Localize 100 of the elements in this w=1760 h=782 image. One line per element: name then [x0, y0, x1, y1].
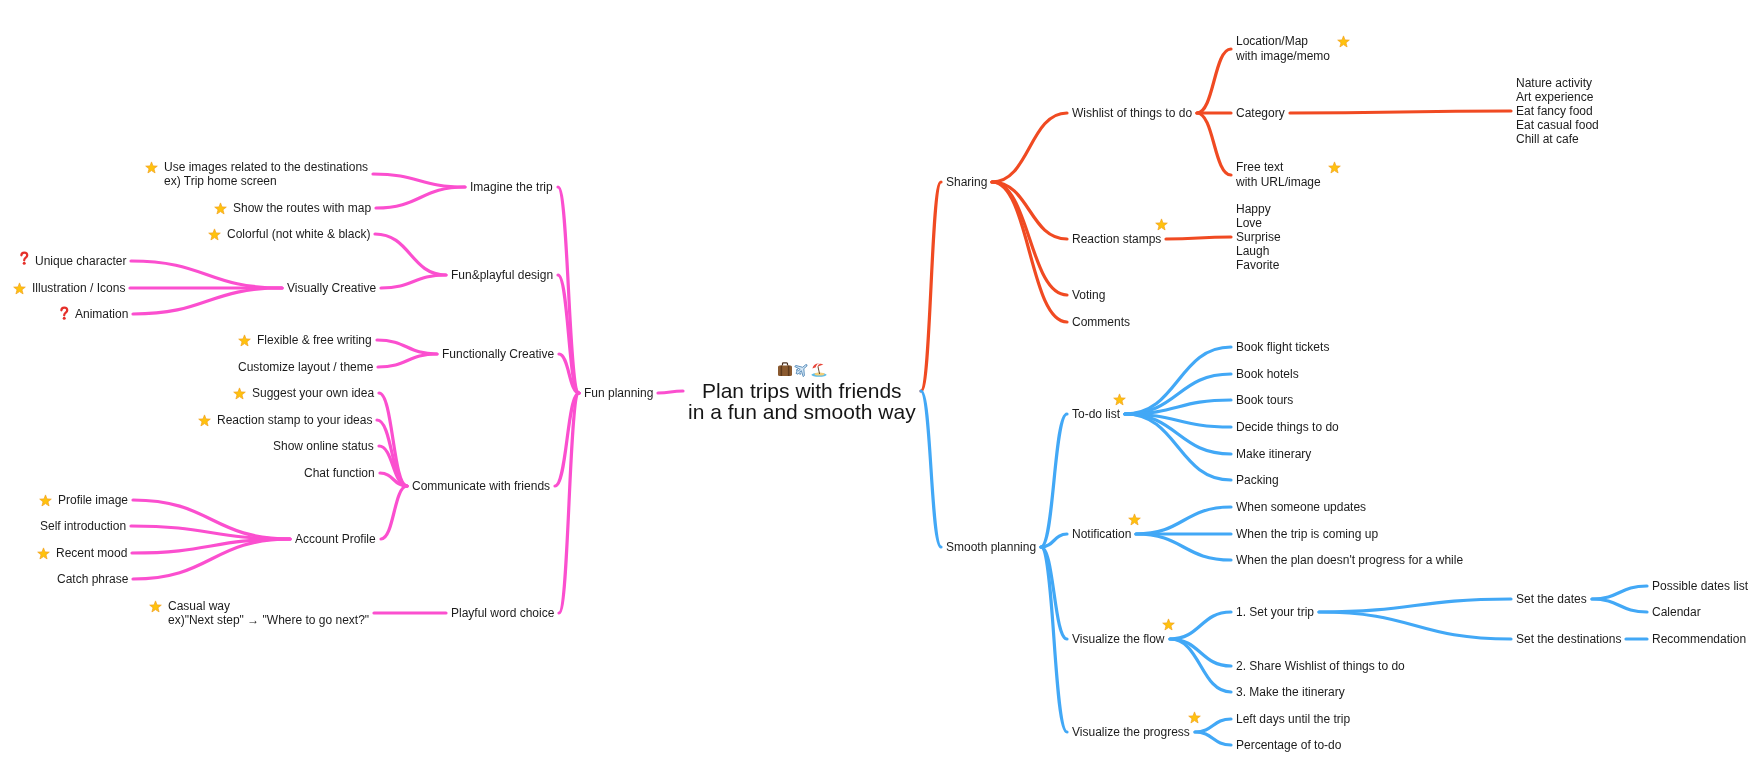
topic-text: Chill at cafe [1516, 132, 1580, 146]
branch-line [131, 537, 292, 581]
topic-text: Set the destinations [1511, 631, 1627, 647]
branch-line [378, 471, 409, 488]
branch-line [1039, 545, 1069, 641]
topic-text: Visualize the progress [1067, 724, 1195, 740]
topic-text: Reaction stamps [1067, 231, 1167, 247]
topic-text: Love [1236, 216, 1264, 230]
topic-text: Percentage of to-do [1231, 737, 1347, 753]
branch-line [1590, 597, 1649, 614]
branch-line [1039, 532, 1069, 549]
topic-text: Imagine the trip [465, 179, 558, 195]
topic-text: Casual way [168, 599, 232, 613]
topic-text: When the trip is coming up [1231, 526, 1384, 542]
branch-line [1039, 545, 1069, 734]
topic-text: When someone updates [1231, 499, 1372, 515]
topic-text: Favorite [1236, 258, 1281, 272]
topic-text: ex) Trip home screen [164, 174, 278, 188]
topic-text: Reaction stamp to your ideas [212, 412, 378, 428]
topic-text: Show online status [268, 438, 379, 454]
topic-text: Fun&playful design [446, 267, 559, 283]
topic-text: Flexible & free writing [252, 332, 377, 348]
topic-text: Unique character [30, 253, 132, 269]
topic-text: Art experience [1516, 90, 1595, 104]
branch-line [919, 180, 943, 393]
topic-text: Visualize the flow [1067, 631, 1170, 647]
topic-text: Animation [70, 306, 134, 322]
branch-line [376, 352, 439, 369]
topic-text: Free text with URL/image [1231, 160, 1326, 190]
branch-line [1193, 717, 1233, 734]
topic-text: Make itinerary [1231, 446, 1317, 462]
branch-line [553, 391, 581, 488]
topic-text: Recent mood [51, 545, 133, 561]
branch-line [1624, 637, 1649, 641]
topic-text: Happy [1236, 202, 1272, 216]
branch-line [1288, 109, 1513, 115]
topic-text: Show the routes with map [228, 200, 377, 216]
topic-text: Catch phrase [52, 571, 134, 587]
topic-text: To-do list [1067, 406, 1126, 422]
branch-line [990, 180, 1069, 324]
branch-line [1317, 610, 1513, 641]
topic-text: Eat fancy food [1516, 104, 1594, 118]
topic-text: Visually Creative [282, 280, 382, 296]
topic-text: 2. Share Wishlist of things to do [1231, 658, 1410, 674]
topic-text: ex)"Next step" → "Where to go next?" [168, 613, 370, 627]
topic-text: 3. Make the itinerary [1231, 684, 1350, 700]
topic-text: Location/Map with image/memo [1231, 34, 1336, 64]
topic-text: Communicate with friends [407, 478, 556, 494]
topic-text: Voting [1067, 287, 1111, 303]
topic-text: Book hotels [1231, 366, 1304, 382]
branch-line [1168, 637, 1233, 694]
branch-line [990, 111, 1069, 184]
topic-text: Fun planning [579, 385, 659, 401]
topic-text: Notification [1067, 526, 1137, 542]
central-topic-text: Plan trips with friends in a fun and smooth way [688, 379, 916, 422]
topic-text: 1. Set your trip [1231, 604, 1320, 620]
topic-text: Illustration / Icons [27, 280, 131, 296]
topic-text: Comments [1067, 314, 1135, 330]
topic-text: Self introduction [35, 518, 132, 534]
topic-text: Left days until the trip [1231, 711, 1356, 727]
topic-text: Wishlist of things to do [1067, 105, 1198, 121]
topic-text: Possible dates list [1647, 578, 1754, 594]
branch-line [1168, 637, 1233, 668]
topic-text: Set the dates [1511, 591, 1592, 607]
topic-text: Nature activity [1516, 76, 1594, 90]
topic-text: Chat function [299, 465, 380, 481]
topic-text: Packing [1231, 472, 1284, 488]
topic-text: Calendar [1647, 604, 1706, 620]
topic-text: Functionally Creative [437, 346, 560, 362]
topic-text: Recommendation [1647, 631, 1752, 647]
topic-text: Customize layout / theme [233, 359, 379, 375]
branch-line [919, 389, 943, 549]
topic-text: Sharing [941, 174, 993, 190]
topic-text: Book flight tickets [1231, 339, 1335, 355]
branch-line [131, 286, 284, 316]
branch-line [379, 484, 409, 541]
topic-text: Surprise [1236, 230, 1281, 244]
branch-line [1123, 412, 1233, 456]
branch-line [1195, 111, 1233, 177]
topic-text: Suggest your own idea [247, 385, 380, 401]
branch-line [372, 611, 448, 615]
branch-line [1193, 730, 1233, 747]
topic-text: Use images related to the destinations [164, 160, 369, 174]
topic-text: When the plan doesn't progress for a while [1231, 552, 1469, 568]
branch-line [1164, 235, 1233, 241]
branch-line [1123, 412, 1233, 482]
branch-line [656, 389, 685, 395]
topic-text: Profile image [53, 492, 134, 508]
topic-text: Category [1231, 105, 1290, 121]
branch-line [1195, 111, 1233, 115]
branch-line [1134, 532, 1233, 562]
branch-line [374, 185, 467, 210]
topic-text: Smooth planning [941, 539, 1042, 555]
topic-text: Book tours [1231, 392, 1299, 408]
topic-text: Account Profile [290, 531, 381, 547]
topic-text: Playful word choice [446, 605, 560, 621]
branch-line [557, 352, 581, 395]
branch-line [557, 391, 581, 615]
topic-text: Laugh [1236, 244, 1271, 258]
branch-line [379, 273, 448, 290]
